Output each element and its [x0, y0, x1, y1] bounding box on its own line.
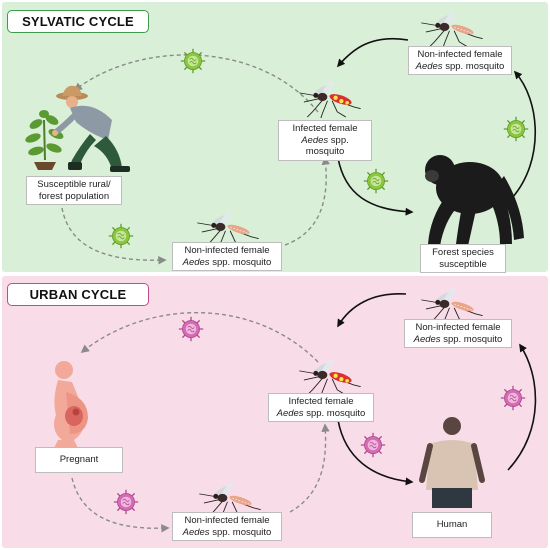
- label-line: Infected female: [288, 396, 354, 407]
- label-line: Non-infected female: [415, 322, 501, 333]
- arrow-noninfected-to-infected-urban-top: [337, 293, 407, 328]
- farmer-icon: [25, 85, 130, 172]
- label-urban-infected: Infected female Aedes spp. mosquito: [268, 393, 374, 422]
- label-line: susceptible: [439, 258, 487, 270]
- label-human: Human: [412, 512, 492, 538]
- virus-icon: [500, 385, 526, 411]
- species-name: Aedes: [276, 407, 304, 419]
- label-urban-noninfected-bottom: Non-infected female Aedes spp. mosquito: [172, 512, 282, 541]
- arrow-infected-to-human: [337, 419, 414, 486]
- mosquito-icon: [298, 357, 361, 396]
- label-pregnant: Pregnant: [35, 447, 123, 473]
- urban-cycle-title: URBAN CYCLE: [7, 283, 149, 306]
- label-line: spp. mosquito: [209, 526, 272, 538]
- arrow-human-to-noninfected: [507, 343, 537, 471]
- label-line: Human: [436, 519, 468, 530]
- arrow-infected-to-forest: [337, 157, 414, 216]
- label-line: Non-infected female: [184, 515, 270, 526]
- label-sylvatic-noninfected-top: Non-infected female Aedes spp. mosquito: [408, 46, 512, 75]
- sylvatic-cycle-title: SYLVATIC CYCLE: [7, 10, 149, 33]
- label-line: spp. mosquito: [442, 60, 505, 72]
- label-line: spp. mosquito: [305, 134, 349, 158]
- label-line: spp. mosquito: [440, 333, 503, 345]
- pregnant-woman-icon: [54, 361, 88, 448]
- virus-icon: [178, 316, 204, 342]
- arrow-noninfected-to-infected: [284, 156, 330, 246]
- label-line: spp. mosquito: [209, 256, 272, 268]
- label-sylvatic-infected: Infected female Aedes spp. mosquito: [278, 120, 372, 161]
- virus-icon: [363, 168, 389, 194]
- virus-icon: [108, 223, 134, 249]
- label-line: Pregnant: [59, 454, 99, 465]
- arrow-infected-to-pregnant: [80, 311, 319, 363]
- label-line: Infected female: [292, 123, 358, 134]
- chimpanzee-icon: [425, 155, 524, 246]
- virus-icon: [503, 116, 529, 142]
- label-line: spp. mosquito: [303, 407, 366, 419]
- label-susceptible-population: Susceptible rural/ forest population: [26, 176, 122, 205]
- species-name: Aedes: [413, 333, 441, 345]
- label-line: Susceptible rural/: [37, 179, 111, 190]
- arrow-forest-to-noninfected: [511, 70, 536, 199]
- arrow-noninfected-to-infected-top: [336, 38, 409, 68]
- label-line: Forest species: [432, 247, 494, 258]
- label-line: Non-infected female: [417, 49, 503, 60]
- label-forest-species: Forest species susceptible: [420, 244, 506, 273]
- mosquito-icon: [298, 79, 361, 118]
- virus-icon: [360, 432, 386, 458]
- arrow-population-to-noninfected: [61, 207, 167, 265]
- label-urban-noninfected-top: Non-infected female Aedes spp. mosquito: [404, 319, 512, 348]
- virus-icon: [180, 48, 206, 74]
- mosquito-icon: [420, 9, 483, 48]
- arrow-noninfected-to-infected-urban: [289, 423, 330, 513]
- label-line: Non-infected female: [184, 245, 270, 256]
- label-line: forest population: [38, 190, 110, 202]
- virus-icon: [113, 489, 139, 515]
- species-name: Aedes: [182, 526, 210, 538]
- species-name: Aedes: [415, 60, 443, 72]
- human-icon: [419, 417, 485, 508]
- species-name: Aedes: [182, 256, 210, 268]
- species-name: Aedes: [301, 134, 329, 146]
- label-sylvatic-noninfected-bottom: Non-infected female Aedes spp. mosquito: [172, 242, 282, 271]
